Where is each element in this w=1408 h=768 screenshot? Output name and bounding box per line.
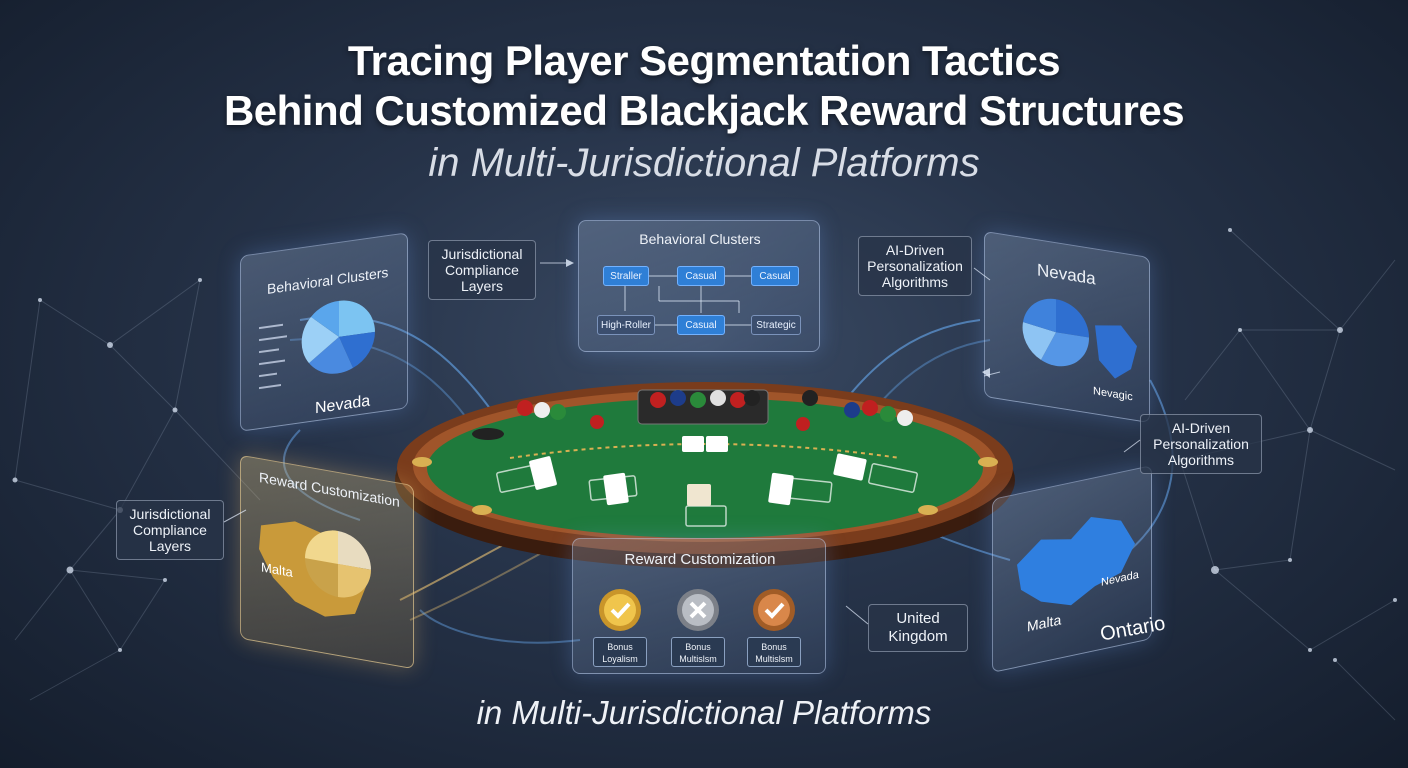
footer-subtitle: in Multi-Jurisdictional Platforms [476,694,932,731]
right-pie-chart [1022,298,1090,367]
flow-node-strategic: Strategic [751,315,801,335]
title-line-1: Tracing Player Segmentation Tactics [347,37,1061,84]
flow-node-casual-1: Casual [677,266,725,286]
center-reward-customization-panel: Reward Customization Bonus Loyalism Bonu… [572,538,826,674]
center-behavioral-clusters-title: Behavioral Clusters [639,231,761,247]
blackjack-table [395,382,1015,568]
title-line-3: in Multi-Jurisdictional Platforms [428,141,980,185]
right-nevada-panel: Nevada Nevagic [984,230,1150,424]
left-panel-legend-lines [259,323,287,390]
title-line-2: Behind Customized Blackjack Reward Struc… [223,87,1185,134]
ai-personalization-tag-top: AI-Driven Personalization Algorithms [858,236,972,296]
flow-node-straller: Straller [603,266,649,286]
right-map-panel: Malta Nevada [992,464,1152,674]
center-reward-customization-title: Reward Customization [624,551,776,568]
right-map-shape [1095,325,1137,379]
jurisdictional-compliance-tag-top: Jurisdictional Compliance Layers [428,240,536,300]
silver-x-badge-icon [677,589,719,631]
badge-label-loyalism: Bonus Loyalism [593,637,647,667]
flow-node-casual-3: Casual [677,315,725,335]
united-kingdom-tag: United Kingdom [868,604,968,652]
left-reward-customization-panel: Reward Customization Malta [240,454,414,670]
left-pie-chart [301,300,375,374]
ai-personalization-tag-right: AI-Driven Personalization Algorithms [1140,414,1262,474]
gold-check-badge-icon [599,589,641,631]
left-gold-pie-chart [305,530,371,598]
center-behavioral-clusters-panel: Behavioral Clusters Straller Casual Casu… [578,220,820,352]
right-map-region-shape [1017,516,1135,606]
jurisdictional-compliance-tag-left: Jurisdictional Compliance Layers [116,500,224,560]
left-behavioral-clusters-panel: Behavioral Clusters Nevada [240,232,408,432]
badge-label-multislsm-1: Bonus Multislsm [671,637,725,667]
badge-label-multislsm-2: Bonus Multislsm [747,637,801,667]
flow-node-casual-2: Casual [751,266,799,286]
bronze-check-badge-icon [753,589,795,631]
flow-node-high-roller: High-Roller [597,315,655,335]
flowchart-connectors [624,275,751,326]
title-block: Tracing Player Segmentation Tactics Behi… [0,36,1408,190]
